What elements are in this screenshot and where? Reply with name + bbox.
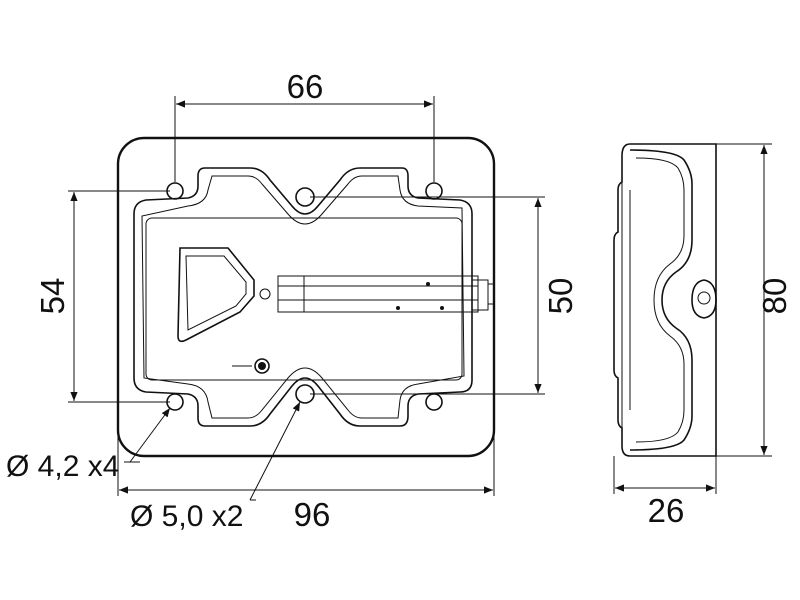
dim-label-50: 50 [542,278,579,315]
side-body-outline [613,143,717,457]
dim-label-80: 80 [756,278,793,315]
side-view [613,143,717,457]
hole-top-right [425,182,443,200]
small-round-hole [259,288,271,300]
inner-body-offset [141,175,465,419]
inner-body-outline [133,167,473,427]
dimension-26: 26 [613,456,717,529]
dim-label-66: 66 [287,68,324,105]
dim-label-26: 26 [648,492,685,529]
screw-icon [254,358,270,374]
inner-cavity [145,217,463,381]
callout-small-holes: Ø 4,2 x4 [6,407,171,483]
dimension-54: 54 [34,190,170,403]
triangle-reflector-icon [177,247,255,343]
dimension-80: 80 [716,143,793,457]
dimension-66: 66 [174,68,435,182]
outer-plate-outline [116,136,496,458]
callout-large-holes: Ø 5,0 x2 [130,401,301,533]
side-profile-curve [629,149,693,451]
front-view [116,136,496,458]
connector-block [277,275,494,313]
dim-label-54: 54 [34,278,71,315]
hole-bottom-right [425,393,443,411]
side-lens-dot [697,291,711,305]
side-profile-inner [635,157,685,443]
callout-label-large-holes: Ø 5,0 x2 [130,500,243,533]
triangle-reflector-inner [185,255,247,331]
dimension-50: 50 [310,196,579,395]
dim-label-96: 96 [294,496,331,533]
side-lens-bump [691,279,717,319]
screw-head [258,362,266,370]
callout-label-small-holes: Ø 4,2 x4 [6,450,119,483]
dimension-96: 96 [117,430,495,533]
